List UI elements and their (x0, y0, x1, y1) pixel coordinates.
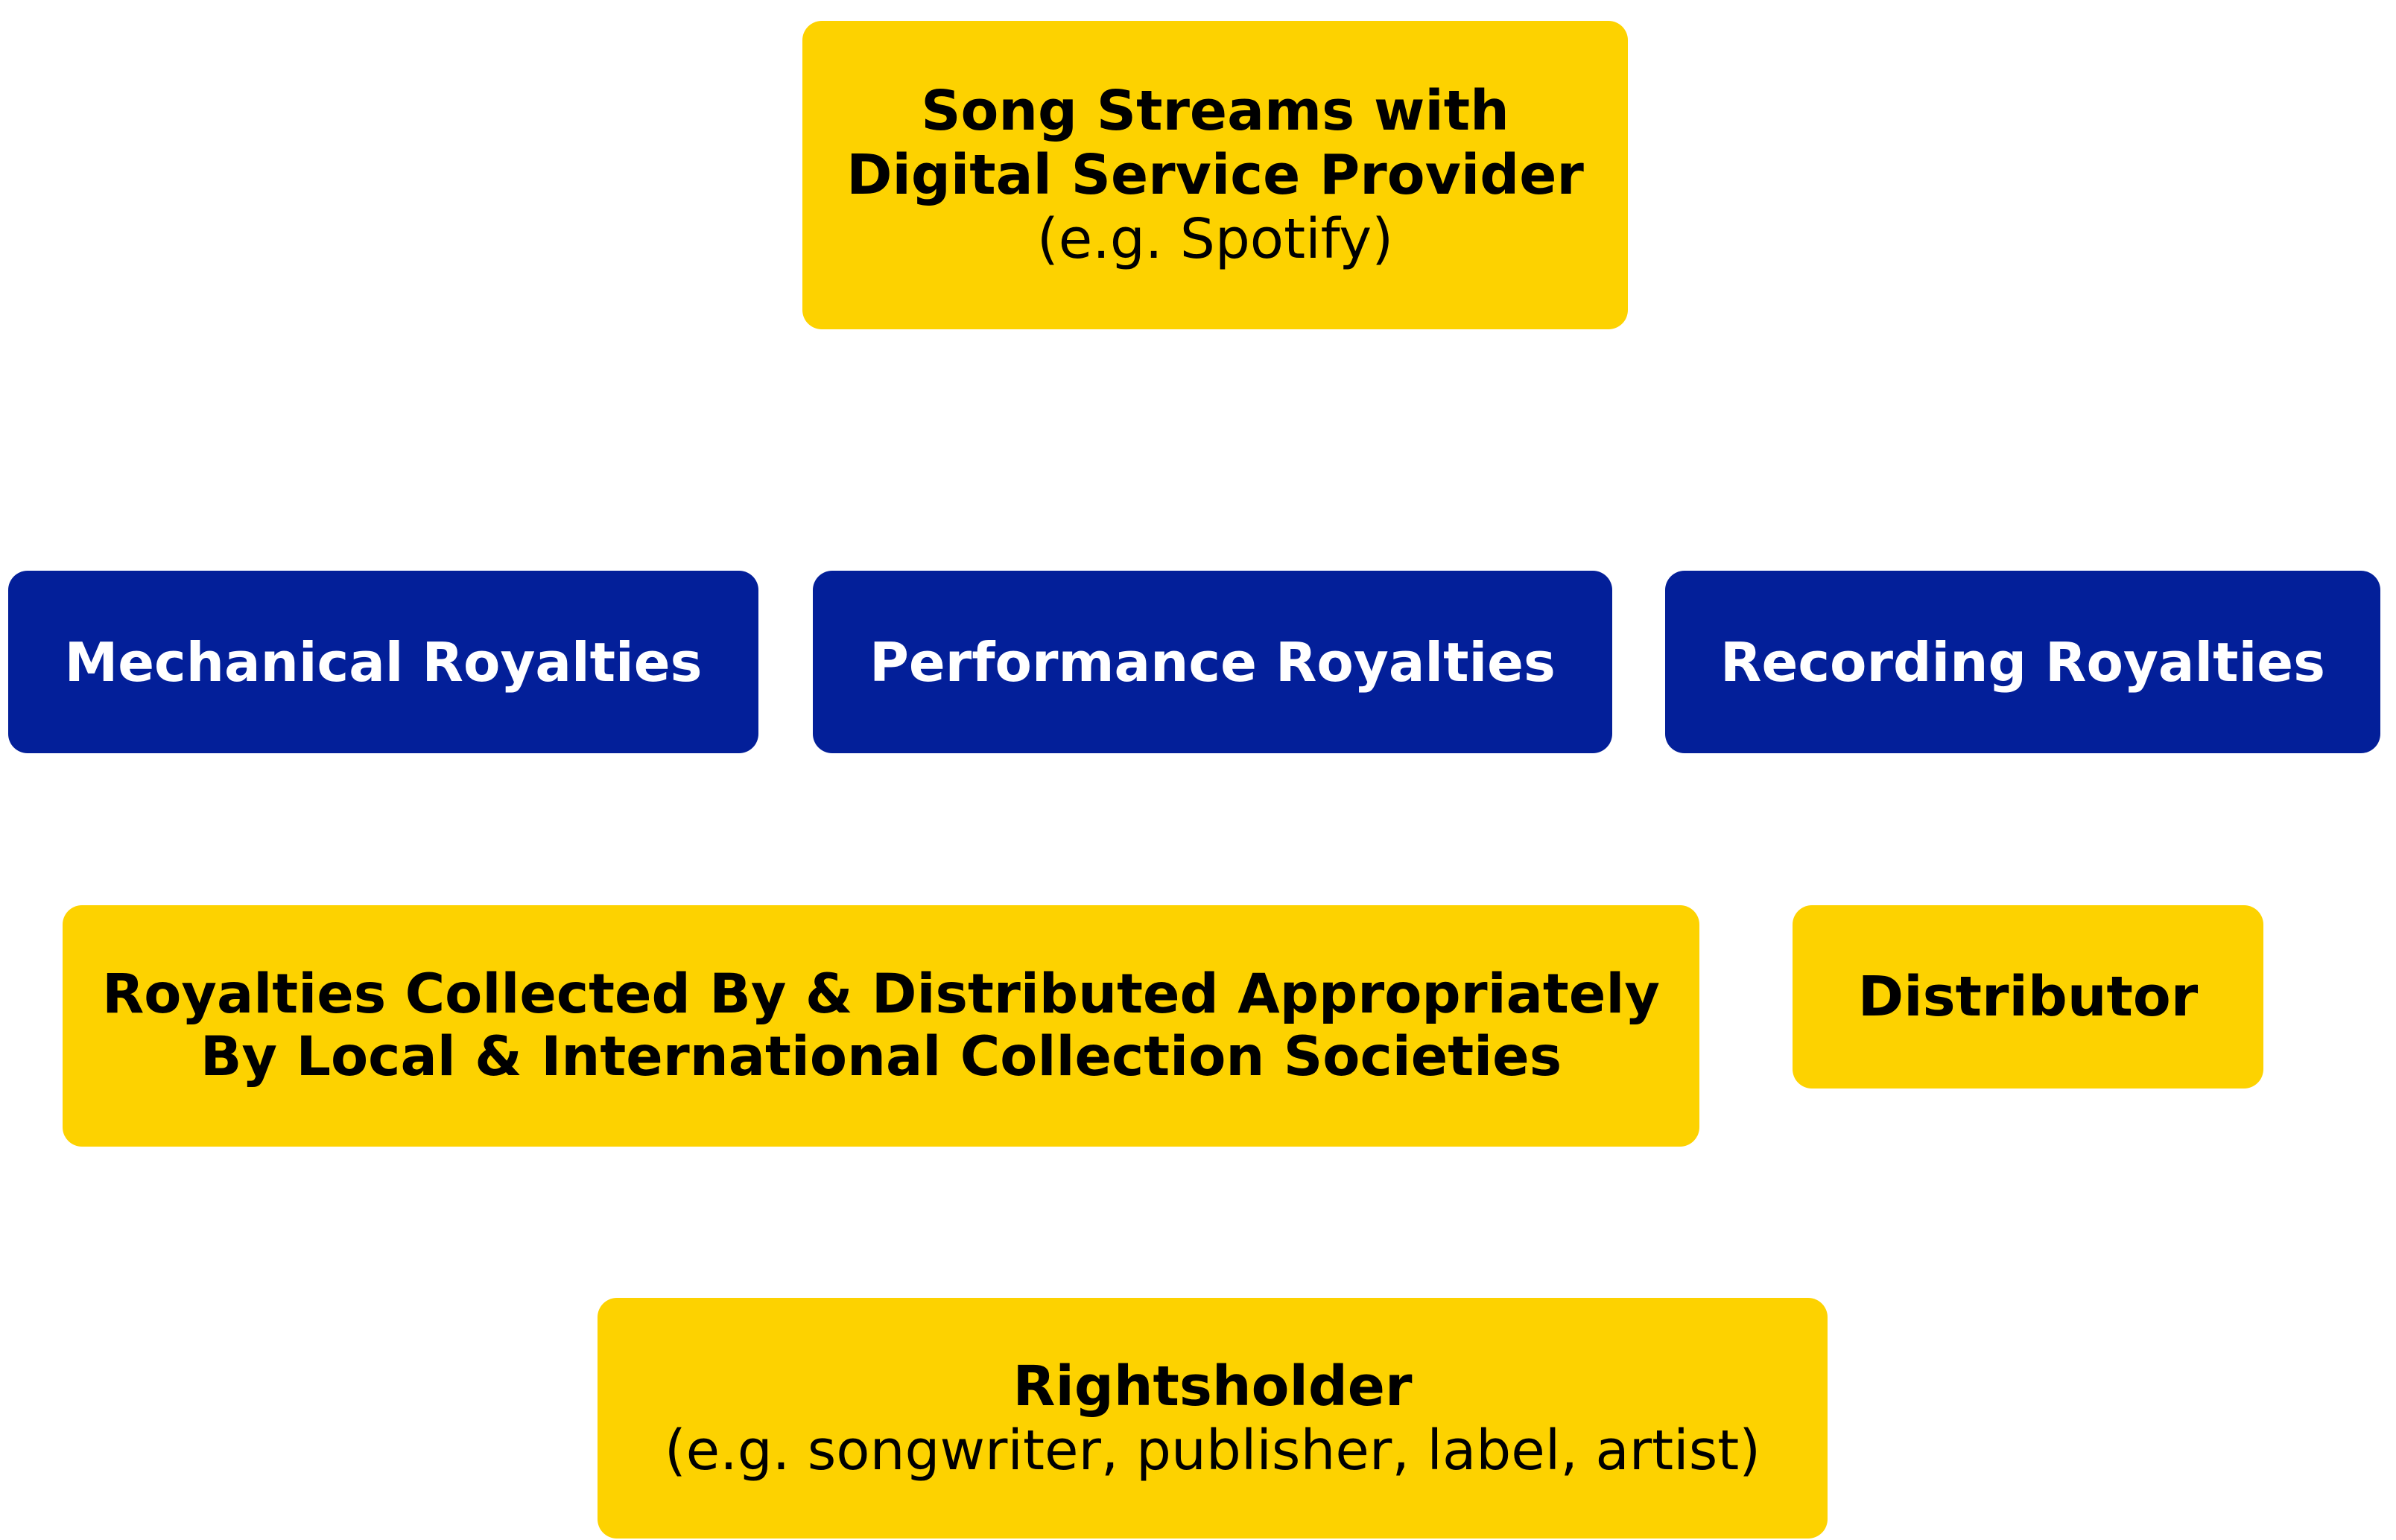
collection-societies-line2: By Local & International Collection Soci… (200, 1025, 1562, 1089)
source-subtitle: (e.g. Spotify) (1036, 207, 1394, 271)
mechanical-royalties-label: Mechanical Royalties (64, 630, 703, 694)
collection-societies-line1: Royalties Collected By & Distributed App… (102, 963, 1660, 1026)
mechanical-royalties-node: Mechanical Royalties (8, 571, 758, 753)
source-title-line2: Digital Service Provider (846, 143, 1584, 207)
rightsholder-subtitle: (e.g. songwriter, publisher, label, arti… (664, 1418, 1761, 1483)
recording-royalties-label: Recording Royalties (1720, 630, 2325, 694)
source-title-line1: Song Streams with (921, 79, 1509, 143)
source-node: Song Streams with Digital Service Provid… (802, 21, 1628, 329)
distributor-label: Distributor (1857, 965, 2199, 1029)
performance-royalties-node: Performance Royalties (813, 571, 1612, 753)
performance-royalties-label: Performance Royalties (869, 630, 1556, 694)
rightsholder-title: Rightsholder (1012, 1354, 1413, 1419)
recording-royalties-node: Recording Royalties (1665, 571, 2380, 753)
rightsholder-node: Rightsholder (e.g. songwriter, publisher… (598, 1298, 1828, 1539)
distributor-node: Distributor (1793, 905, 2263, 1089)
collection-societies-node: Royalties Collected By & Distributed App… (63, 905, 1699, 1147)
